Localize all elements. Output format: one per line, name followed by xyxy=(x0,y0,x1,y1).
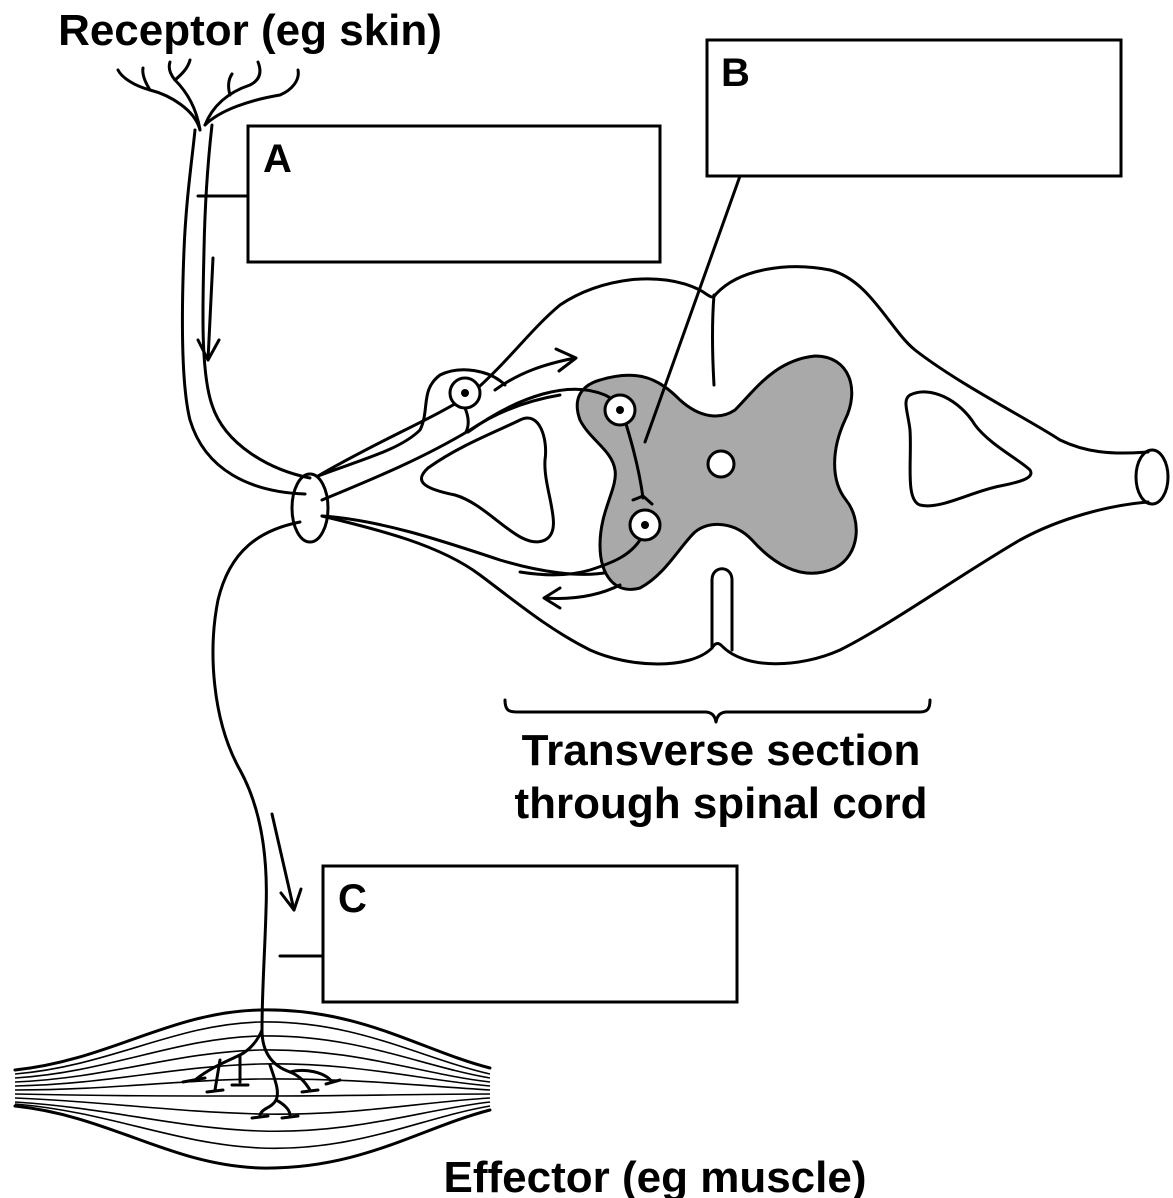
section-label-line2: through spinal cord xyxy=(514,779,927,828)
motor-arrow xyxy=(272,814,301,910)
receptor-label: Receptor (eg skin) xyxy=(58,6,442,55)
ventral-arrow xyxy=(544,585,620,608)
dorsal-median-sulcus xyxy=(713,295,715,385)
ventral-median-fissure xyxy=(712,569,732,650)
dorsal-arrow xyxy=(495,349,576,390)
sensory-cell-body xyxy=(450,378,480,432)
box-b-letter: B xyxy=(721,51,750,95)
receptor-dendrites xyxy=(118,60,298,130)
central-canal xyxy=(708,451,734,477)
label-box-a[interactable] xyxy=(248,126,660,262)
label-box-b[interactable] xyxy=(707,40,1121,176)
right-white-matter-tract xyxy=(906,392,1031,506)
label-box-c[interactable] xyxy=(323,866,737,1002)
box-a-letter: A xyxy=(263,137,292,181)
left-white-matter-tract xyxy=(421,418,553,542)
section-label-line1: Transverse section xyxy=(522,726,921,775)
effector-label: Effector (eg muscle) xyxy=(444,1153,867,1198)
sensory-arrow xyxy=(198,258,219,360)
section-brace xyxy=(505,700,930,722)
box-c-letter: C xyxy=(338,877,367,921)
motor-axon xyxy=(213,522,300,1030)
left-root-cut-end xyxy=(292,474,328,542)
right-cord-cut-end xyxy=(1136,450,1168,504)
dorsal-root xyxy=(318,370,560,500)
muscle-effector xyxy=(15,1010,490,1168)
motor-end-plates xyxy=(183,1030,340,1118)
